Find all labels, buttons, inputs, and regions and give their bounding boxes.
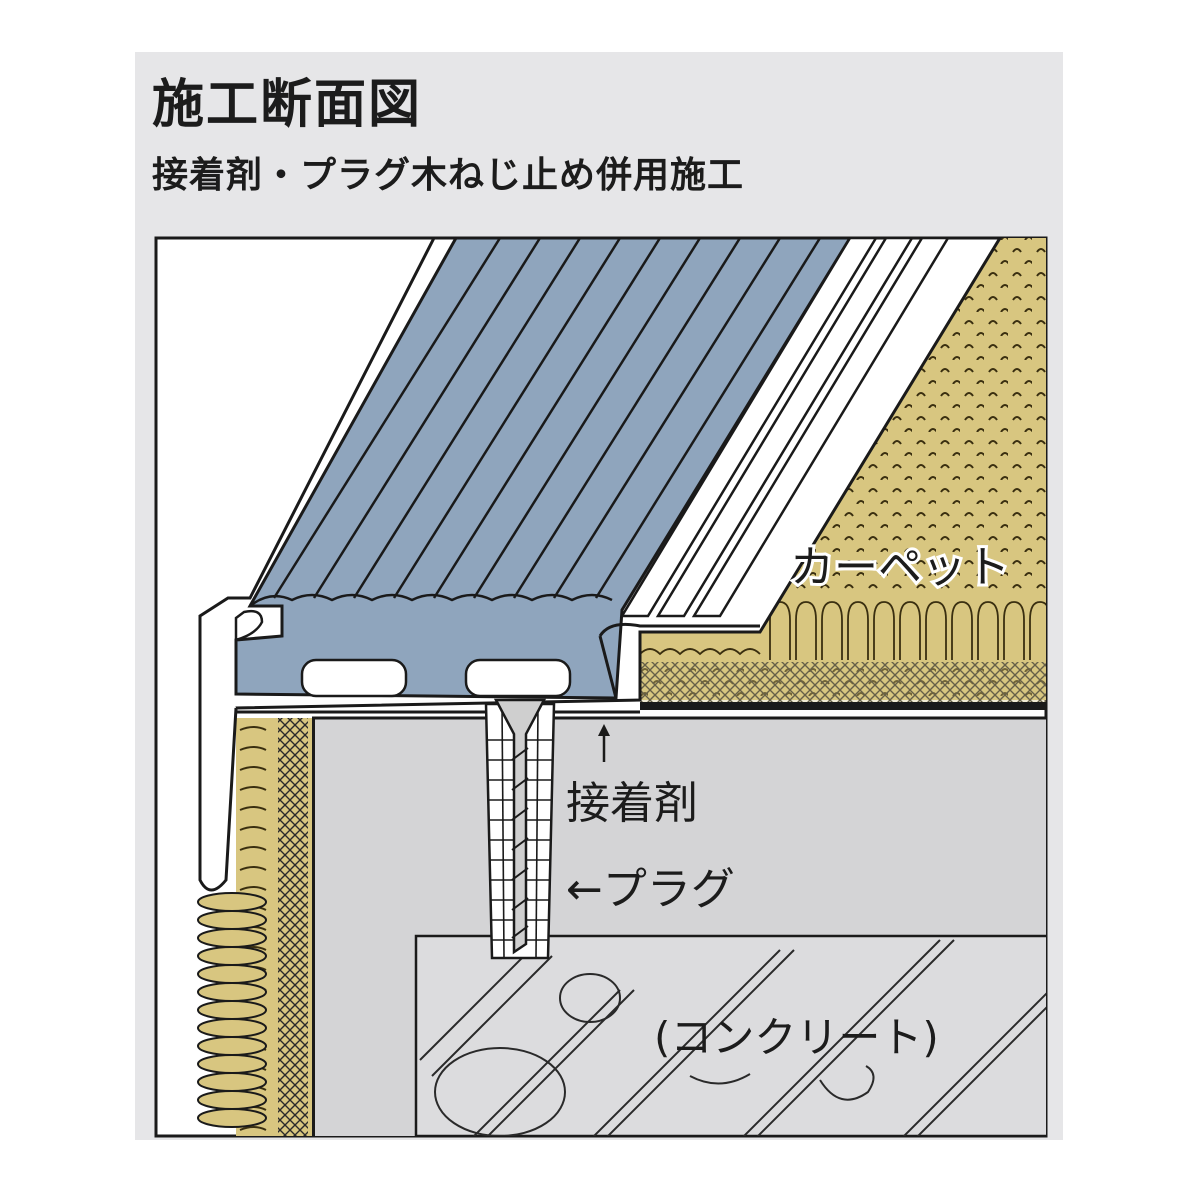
label-carpet: カーペット [790, 542, 1010, 593]
label-adhesive: 接着剤 [566, 778, 698, 829]
stair-nosing [198, 238, 1002, 892]
label-concrete: (コンクリート) [654, 1013, 939, 1062]
adhesive-arrow [598, 724, 610, 762]
page-subtitle: 接着剤・プラグ木ねじ止め併用施工 [152, 155, 745, 196]
concrete-aggregate [414, 934, 1046, 1136]
label-plug: ←プラグ [566, 864, 735, 915]
plug-screw [484, 698, 556, 960]
page-title: 施工断面図 [152, 75, 423, 135]
riser-carpet [197, 718, 312, 1136]
